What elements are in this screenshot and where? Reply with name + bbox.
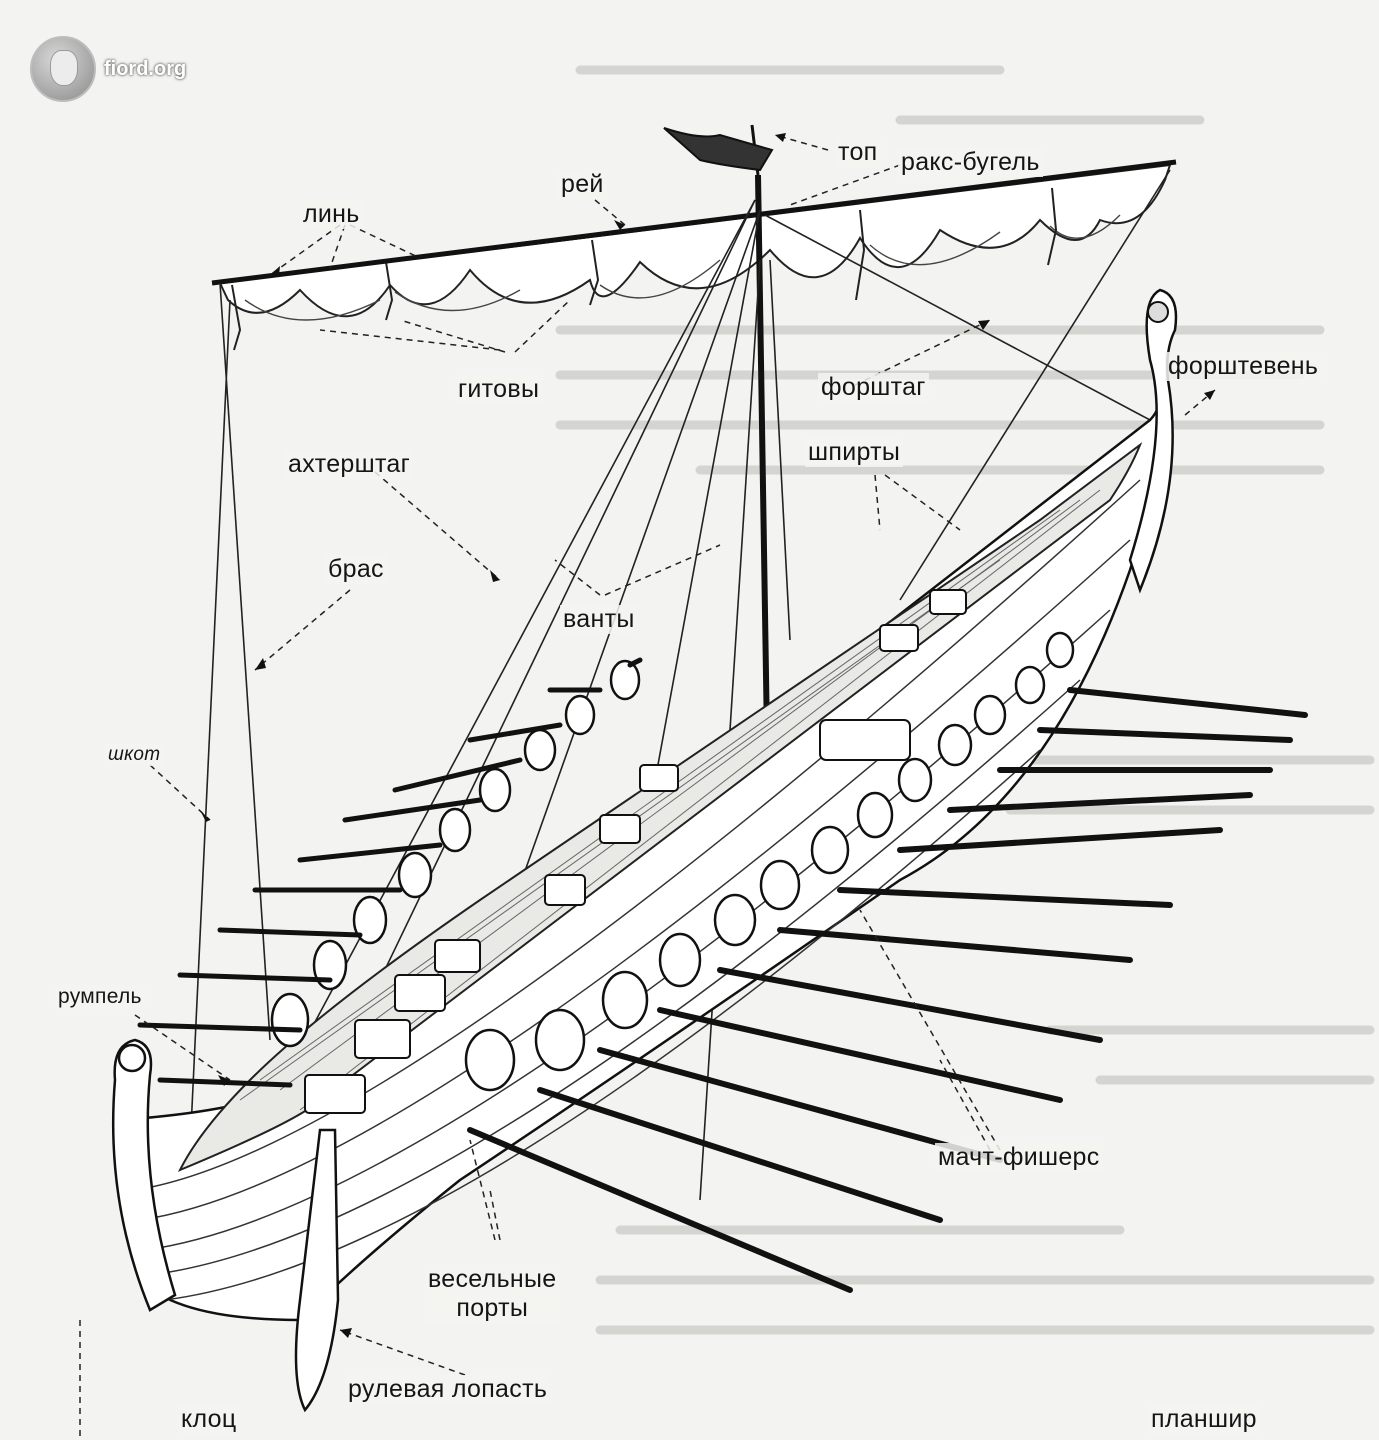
watermark-text: fiord.org xyxy=(104,57,187,80)
label-forshtag: форштаг xyxy=(818,373,929,402)
watermark-logo: fiord.org xyxy=(30,36,186,102)
bearded-face-icon xyxy=(30,36,96,102)
label-akhtershtag: ахтерштаг xyxy=(285,450,414,479)
label-shkot: шкот xyxy=(105,744,164,766)
label-rei: рей xyxy=(558,170,607,199)
label-vesel-porty: весельные порты xyxy=(425,1265,560,1323)
stern-post xyxy=(111,1038,177,1312)
label-rulevaya-lopast: рулевая лопасть xyxy=(345,1375,551,1404)
mast xyxy=(663,124,774,801)
label-rumpel: румпель xyxy=(55,985,145,1010)
label-raks-bugel: ракс-бугель xyxy=(898,148,1043,177)
label-klots: клоц xyxy=(178,1405,240,1434)
label-shpirty: шпирты xyxy=(805,438,904,467)
shields xyxy=(270,631,1075,1092)
label-top: топ xyxy=(835,138,881,167)
label-vesel-line1: весельные xyxy=(428,1265,557,1293)
label-macht-fishers: мачт-фишерс xyxy=(935,1143,1103,1172)
leader-lines xyxy=(79,134,1216,1440)
oars-starboard xyxy=(467,687,1308,1293)
label-lin: линь xyxy=(300,200,363,229)
hull xyxy=(111,288,1178,1413)
arrowheads xyxy=(200,133,1215,1338)
label-forshteven: форштевень xyxy=(1165,352,1322,381)
rudder xyxy=(294,1128,340,1413)
rigging xyxy=(189,169,1171,1201)
label-vesel-line2: порты xyxy=(456,1293,529,1322)
sea-chests xyxy=(304,589,967,1114)
bow-post xyxy=(1128,288,1178,594)
flag xyxy=(663,127,774,172)
label-bras: брас xyxy=(325,555,387,584)
label-gitovy: гитовы xyxy=(455,375,543,404)
gasket-ties xyxy=(231,187,1058,351)
sail xyxy=(218,163,1172,351)
label-planshir: планшир xyxy=(1148,1405,1260,1434)
label-vanty: ванты xyxy=(560,605,638,634)
yard xyxy=(211,159,1177,286)
